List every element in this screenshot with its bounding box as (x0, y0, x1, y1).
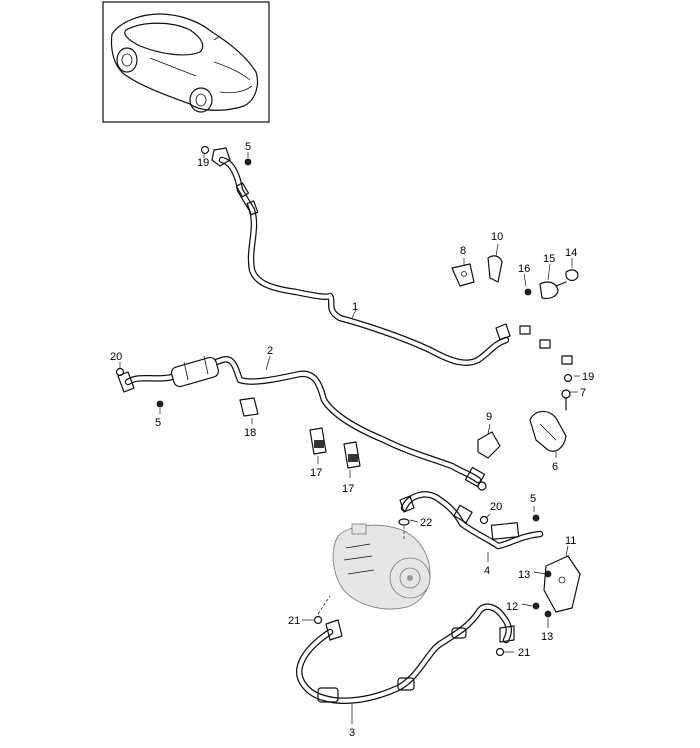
callout-3: 3 (349, 727, 355, 739)
hose-line-4 (399, 491, 544, 550)
vehicle-thumbnail (102, 1, 270, 123)
bolt-12 (532, 602, 540, 610)
seal-ring-20-mid (479, 515, 489, 525)
callout-4: 4 (484, 565, 490, 577)
callout-5-left: 5 (155, 417, 161, 429)
callout-15: 15 (543, 253, 555, 265)
hose-line-2 (117, 355, 487, 491)
ac-compressor-icon (332, 523, 431, 610)
clip-17-left (309, 427, 327, 455)
callout-labels: 19 5 1 2 20 5 18 17 17 8 10 16 15 14 19 … (110, 141, 594, 739)
callout-6: 6 (552, 461, 558, 473)
callout-18: 18 (244, 427, 256, 439)
bolt-16 (524, 288, 532, 296)
callout-19-top: 19 (197, 157, 209, 169)
seal-ring-20-left (115, 367, 125, 377)
callout-17-left: 17 (310, 467, 322, 479)
callout-16: 16 (518, 263, 530, 275)
bolt-7 (561, 389, 571, 411)
clip-14 (565, 269, 579, 282)
callout-8: 8 (460, 245, 466, 257)
callout-10: 10 (491, 231, 503, 243)
bolt-5-top (244, 158, 252, 166)
clip-17-right (343, 441, 361, 469)
leader-lines (119, 152, 580, 724)
seal-ring-19-right (563, 373, 573, 383)
bolt-13-lower (544, 610, 552, 618)
bolt-5-left (156, 400, 164, 408)
callout-14: 14 (565, 247, 577, 259)
callout-17-right: 17 (342, 483, 354, 495)
callout-22: 22 (420, 517, 432, 529)
callout-7: 7 (580, 387, 586, 399)
bolt-5-right (532, 514, 540, 522)
callout-13-lower: 13 (541, 631, 553, 643)
seal-ring-21-right (495, 647, 505, 657)
hose-line-1 (211, 147, 573, 366)
bracket-10 (487, 255, 503, 283)
callout-20-left: 20 (110, 351, 122, 363)
hose-line-3 (295, 603, 515, 704)
callout-21-left: 21 (288, 615, 300, 627)
callout-5-right: 5 (530, 493, 536, 505)
callout-5-top: 5 (245, 141, 251, 153)
callout-21-right: 21 (518, 647, 530, 659)
bracket-6 (529, 410, 567, 452)
bracket-8 (451, 263, 475, 287)
callout-2: 2 (267, 345, 273, 357)
car-illustration-icon (110, 13, 259, 113)
seal-ring-21-left (313, 615, 323, 625)
clip-18 (239, 397, 259, 417)
callout-12: 12 (506, 601, 518, 613)
callout-1: 1 (352, 301, 358, 313)
callout-20-mid: 20 (490, 501, 502, 513)
seal-ring-19-top (200, 145, 210, 155)
bracket-11 (543, 555, 581, 613)
bracket-9 (477, 431, 501, 459)
callout-9: 9 (486, 411, 492, 423)
callout-13-upper: 13 (518, 569, 530, 581)
seal-ring-22 (398, 518, 410, 526)
callout-19-right: 19 (582, 371, 594, 383)
sensor-15 (539, 281, 567, 300)
callout-11: 11 (565, 535, 576, 547)
